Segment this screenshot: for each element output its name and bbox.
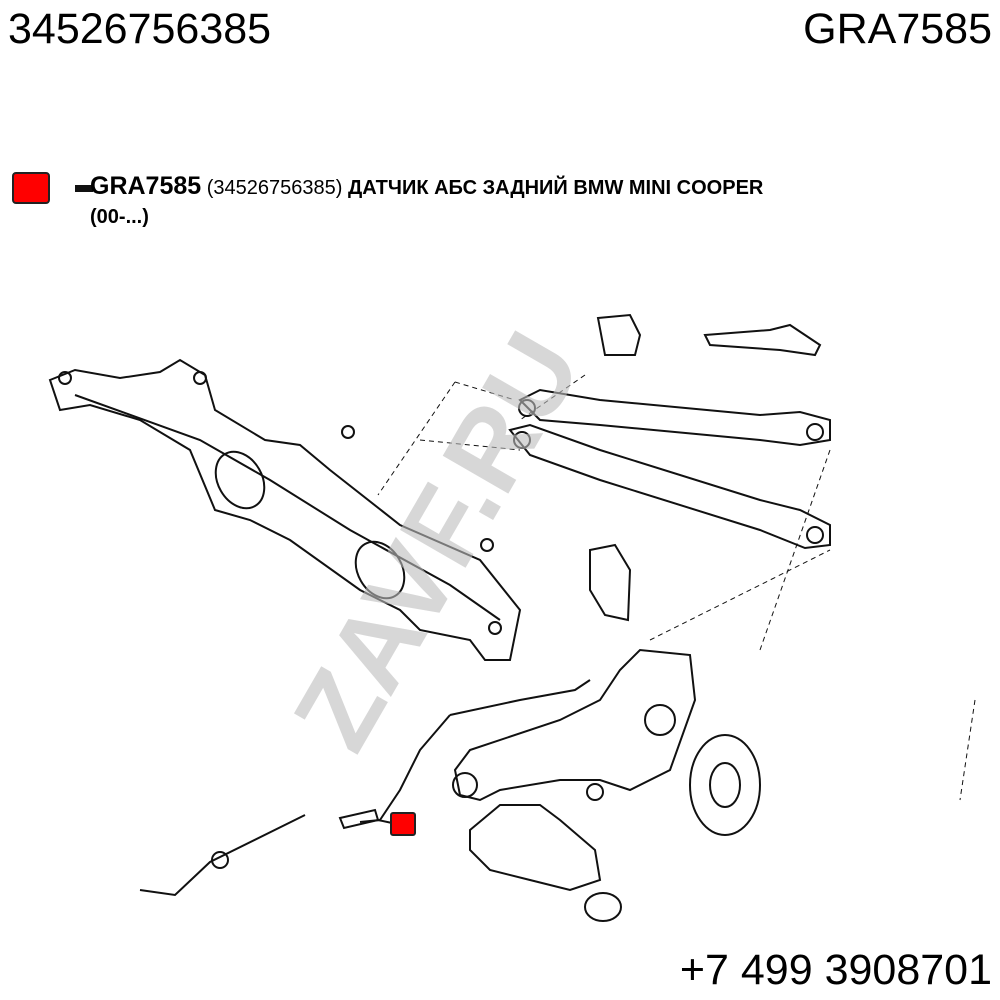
legend-code: GRA7585 <box>90 172 202 200</box>
part-code: GRA7585 <box>803 5 992 53</box>
washer <box>584 892 622 922</box>
legend-oem: (34526756385) <box>206 177 343 199</box>
guide-lines <box>377 374 976 801</box>
abs-sensor <box>338 808 380 830</box>
part-marker-swatch <box>12 172 50 204</box>
legend-description: ДАТЧИК АБС ЗАДНИЙ BMW MINI COOPER (00-..… <box>90 177 764 228</box>
legend-dash <box>75 185 93 192</box>
control-arms <box>508 313 831 550</box>
brake-line <box>139 814 306 897</box>
phone-number: +7 499 3908701 <box>679 946 992 994</box>
rear-subframe <box>48 358 522 661</box>
trailing-arm <box>452 648 697 802</box>
watermark: ZAVF.RU <box>270 313 605 770</box>
bracket <box>589 543 632 622</box>
mounting-plate <box>469 804 602 892</box>
oem-number: 34526756385 <box>8 5 272 53</box>
marker-leader <box>377 819 393 824</box>
wheel-hub <box>689 734 761 836</box>
sensor-position-marker[interactable] <box>390 812 416 836</box>
